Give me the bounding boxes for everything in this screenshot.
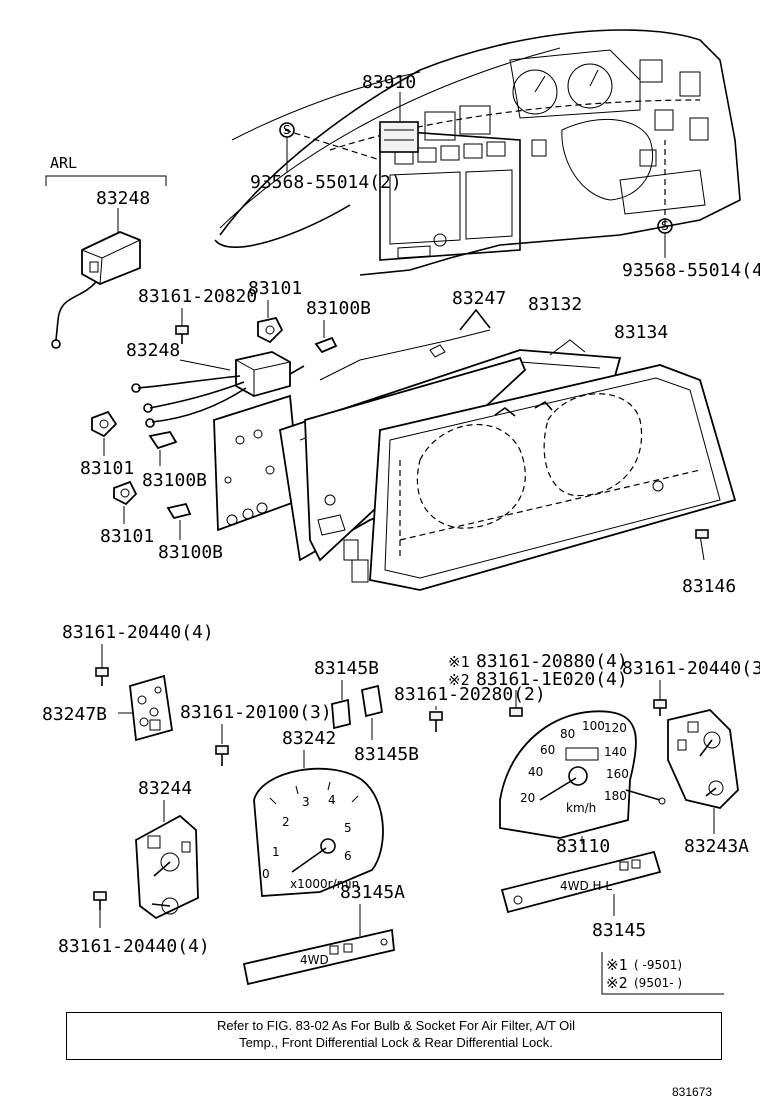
label-83161-20440-a: 83161-20440(4) (62, 622, 214, 643)
screw-83161-20280 (429, 711, 443, 732)
screw-83146 (695, 529, 709, 539)
svg-text:※1: ※1 (606, 956, 628, 974)
svg-text:S: S (661, 219, 669, 233)
board-83247b (129, 674, 174, 742)
label-83161-20440-c: 83161-20440(4) (58, 936, 210, 957)
speedometer-83110: 20 40 60 80 100 120 140 160 180 km/h (499, 710, 666, 839)
svg-text:(9501- ): (9501- ) (634, 976, 682, 990)
svg-text:3: 3 (302, 795, 310, 809)
gauge-83243a (667, 709, 739, 809)
circled-s-left: S (279, 122, 295, 138)
label-83161-1e020: 83161-1E020(4) (476, 669, 628, 690)
relay-83248-top (51, 231, 141, 349)
svg-text:4WD: 4WD (300, 953, 329, 967)
figure-number: 831673 (672, 1085, 713, 1099)
lens-83145b-low (360, 684, 384, 718)
socket-83101-top (257, 316, 284, 344)
label-83145a: 83145A (340, 882, 405, 903)
screw-83161-20820 (175, 325, 189, 344)
svg-text:※2: ※2 (606, 974, 628, 992)
gauge-83244 (135, 814, 199, 920)
svg-text:5: 5 (344, 821, 352, 835)
svg-text:60: 60 (540, 743, 555, 757)
indicator-plate-83145a: 4WD (242, 928, 395, 986)
label-83145b-low: 83145B (354, 744, 419, 765)
label-83100b-top: 83100B (306, 298, 371, 319)
screw-83161-20100 (215, 745, 229, 766)
svg-text:180: 180 (604, 789, 627, 803)
label-93568-55014-4: 93568-55014(4 (622, 260, 760, 281)
bulb-83100b-top (314, 336, 338, 354)
svg-text:6: 6 (344, 849, 352, 863)
svg-text:( -9501): ( -9501) (634, 958, 682, 972)
svg-text:x1000r/min: x1000r/min (290, 877, 359, 891)
svg-text:140: 140 (604, 745, 627, 759)
label-83161-20880: 83161-20880(4) (476, 651, 628, 672)
bulb-83100b-low (166, 502, 192, 520)
reference-note-line-1: Refer to FIG. 83-02 As For Bulb & Socket… (216, 1018, 576, 1033)
label-83242: 83242 (282, 728, 336, 749)
relay-83248-mid (131, 351, 305, 428)
svg-text:40: 40 (528, 765, 543, 779)
lens-83145b-top (331, 698, 351, 730)
marker-1: ※1 (448, 653, 470, 671)
svg-text:100: 100 (582, 719, 605, 733)
label-83134: 83134 (614, 322, 668, 343)
label-83101-mid: 83101 (80, 458, 134, 479)
dashboard-panel (214, 29, 741, 276)
date-legend: ※1 ( -9501) ※2 (9501- ) (601, 952, 724, 995)
label-83132: 83132 (528, 294, 582, 315)
label-83248-top: 83248 (96, 188, 150, 209)
svg-text:1: 1 (272, 845, 280, 859)
label-93568-55014-2: 93568-55014(2) (250, 172, 402, 193)
tachometer-83242: 1 2 3 4 5 6 0 x1000r/min (253, 767, 384, 897)
svg-text:20: 20 (520, 791, 535, 805)
label-83161-20440-b: 83161-20440(3 (622, 658, 760, 679)
svg-text:80: 80 (560, 727, 575, 741)
label-83910: 83910 (362, 72, 416, 93)
indicator-plate-83145: 4WD H L (500, 850, 662, 914)
screw-83161-20440-b (653, 699, 667, 716)
label-83145b-top: 83145B (314, 658, 379, 679)
label-83161-20820: 83161-20820 (138, 286, 257, 307)
socket-83101-mid (91, 410, 118, 438)
label-83101-top: 83101 (248, 278, 302, 299)
svg-text:4: 4 (328, 793, 336, 807)
label-83243a: 83243A (684, 836, 749, 857)
reference-note-line-2: Temp., Front Differential Lock & Rear Di… (239, 1035, 553, 1050)
screw-83161-20440-a (95, 667, 109, 686)
label-83247b: 83247B (42, 704, 107, 725)
label-arl: ARL (50, 154, 77, 172)
screw-83161-20880 (509, 707, 523, 717)
label-83161-20100: 83161-20100(3) (180, 702, 332, 723)
label-83100b-low: 83100B (158, 542, 223, 563)
svg-text:120: 120 (604, 721, 627, 735)
marker-2: ※2 (448, 671, 470, 689)
svg-text:160: 160 (606, 767, 629, 781)
reference-note-box (66, 1012, 722, 1060)
svg-text:km/h: km/h (566, 801, 596, 815)
svg-text:2: 2 (282, 815, 290, 829)
label-83110: 83110 (556, 836, 610, 857)
socket-83101-low (113, 480, 138, 506)
svg-text:4WD H L: 4WD H L (560, 879, 612, 893)
bulb-83100b-mid (148, 430, 178, 450)
svg-text:S: S (283, 123, 291, 137)
label-83247: 83247 (452, 288, 506, 309)
label-83146: 83146 (682, 576, 736, 597)
screw-83161-20440-c (93, 891, 107, 910)
label-83248-mid: 83248 (126, 340, 180, 361)
label-83101-low: 83101 (100, 526, 154, 547)
label-83100b-mid: 83100B (142, 470, 207, 491)
meter-glass-83134 (369, 364, 737, 591)
label-83145: 83145 (592, 920, 646, 941)
svg-text:0: 0 (262, 867, 270, 881)
label-83244: 83244 (138, 778, 192, 799)
label-83161-20280: 83161-20280(2) (394, 684, 546, 705)
